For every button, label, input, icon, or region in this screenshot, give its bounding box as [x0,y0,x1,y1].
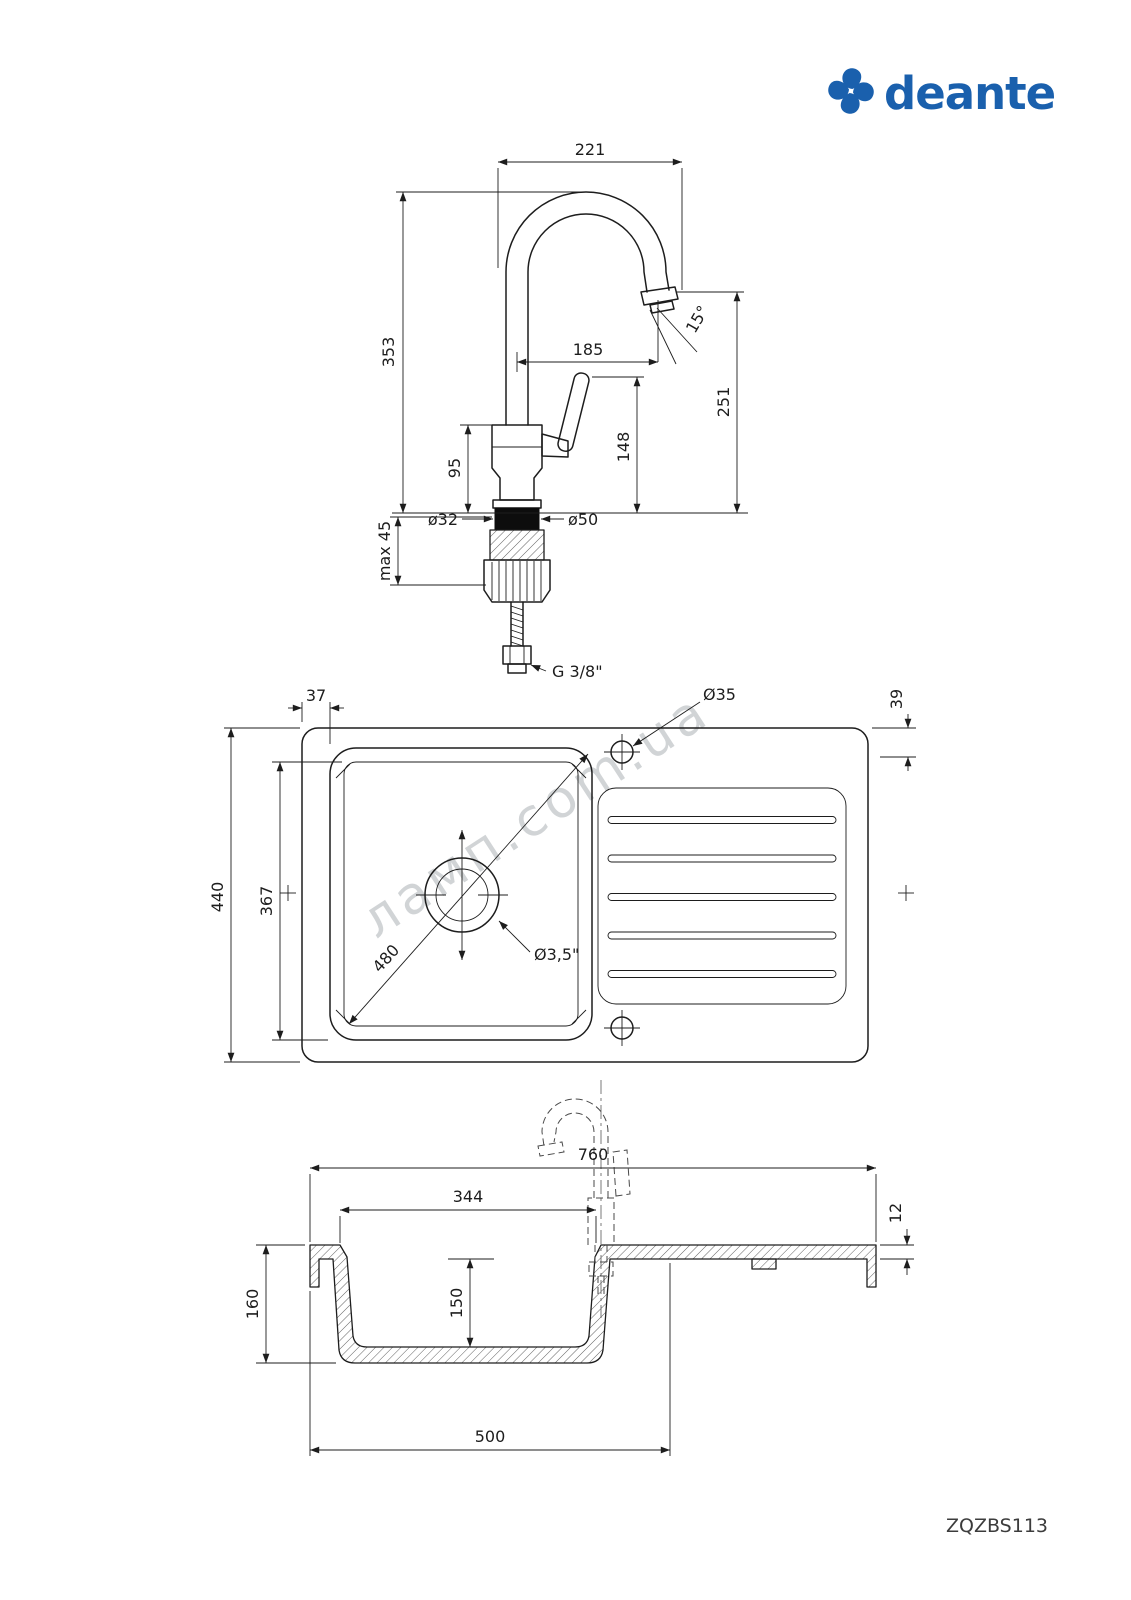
faucet-dimension-drawing: 221 353 185 251 148 95 max 45 15° ø32 [375,140,748,681]
dim-base-width: 500 [475,1427,506,1446]
dim-bowl-depth: 367 [257,886,276,917]
section-faucet-dashed [537,1080,631,1318]
dim-mount-thickness: max 45 [375,521,394,581]
sink-top-view-drawing: 37 39 Ø35 440 367 480 Ø3,5" [208,685,916,1063]
dim-overall-depth: 440 [208,882,227,913]
section-solid [309,1244,877,1364]
sink-section-view-drawing: 760 344 12 160 150 500 [243,1080,914,1456]
dim-spout-reach: 185 [573,340,604,359]
sink-outline [301,727,869,1063]
dim-left-offset: 37 [306,686,326,705]
dim-flange-diameter: ø50 [568,510,598,529]
dim-rim-thickness: 12 [886,1203,905,1223]
dim-drain-diameter: Ø3,5" [534,945,579,964]
dim-overall-width: 760 [578,1145,609,1164]
dim-body-height: 95 [445,458,464,478]
dim-connector-thread: G 3/8" [552,662,603,681]
faucet-hose-connector [507,663,527,674]
faucet-handle [557,372,590,453]
dim-bowl-width: 344 [453,1187,484,1206]
faucet-knurl-lines [491,561,542,601]
dim-bowl-height: 150 [447,1288,466,1319]
dim-total-height: 353 [379,337,398,368]
brand-logo-text: deante [884,67,1055,120]
second-hole [604,1010,640,1046]
faucet-clamp-nut [489,529,545,561]
faucet-base [483,499,551,674]
product-code: ZQZBS113 [946,1515,1048,1537]
dim-outlet-height: 251 [714,387,733,418]
brand-logo: deante [828,67,1056,120]
dim-top-offset: 39 [887,689,906,709]
tap-hole [604,734,640,770]
dim-handle-height: 148 [614,432,633,463]
dim-base-diameter: ø32 [428,510,458,529]
drainer-board [597,787,847,1005]
brand-logo-icon [828,68,874,114]
dim-overall-height: 160 [243,1289,262,1320]
dim-tap-hole-diameter: Ø35 [703,685,736,704]
dim-spout-width: 221 [575,140,606,159]
spout-angle-lines [649,307,698,365]
faucet-seal-band [494,507,540,531]
section-groove-detail [751,1258,777,1270]
